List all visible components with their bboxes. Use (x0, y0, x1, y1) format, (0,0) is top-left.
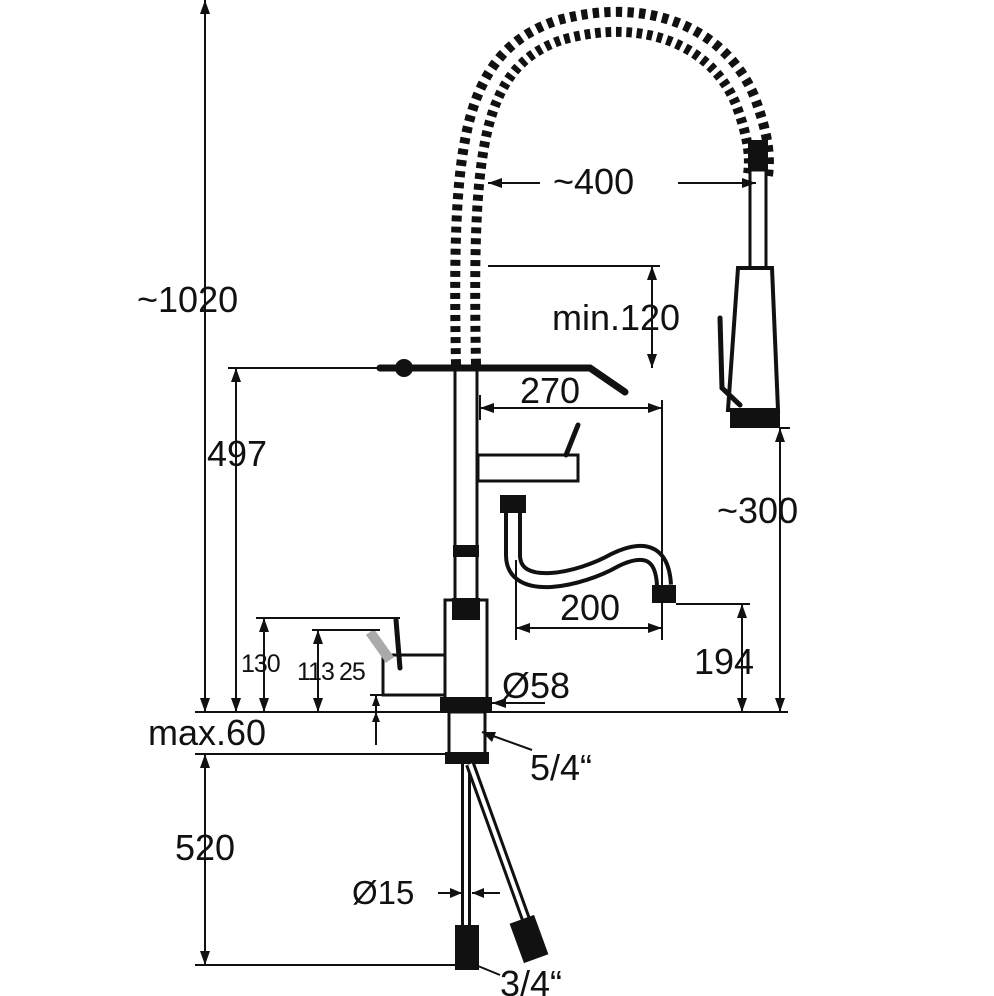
dim-34-leader (477, 965, 501, 976)
label-shank-thread: 5/4“ (530, 747, 592, 788)
label-lever-height: 113 (297, 658, 334, 686)
arrow-120-top (647, 266, 657, 280)
supply-hose-right-inner (468, 763, 530, 926)
column-joint (453, 545, 479, 557)
spout-pipe-inner (508, 513, 669, 586)
arrowheads (200, 0, 785, 965)
deck-base (440, 697, 492, 711)
label-lever-offset: 25 (339, 658, 365, 686)
spout-connector (500, 495, 526, 513)
label-max-deck: max.60 (148, 712, 266, 753)
arrow-130-top (259, 618, 269, 632)
spout-tip (652, 585, 676, 603)
arm-end-cap (395, 359, 413, 377)
arrow-270-right (648, 403, 662, 413)
label-hose-diameter: Ø15 (352, 874, 414, 911)
arrow-194-bottom (737, 698, 747, 712)
spray-trigger (717, 315, 743, 408)
arrow-520-bottom (200, 951, 210, 965)
arrow-15-right (472, 888, 484, 898)
spray-head-body (725, 266, 781, 412)
dimension-labels: ~1020 ~400 min.120 497 270 ~300 200 194 … (137, 161, 798, 996)
arrow-200-right (648, 623, 662, 633)
arrow-total-top (200, 0, 210, 14)
arrow-58 (492, 698, 506, 708)
mixer-lever (365, 629, 395, 663)
dimension-lines (195, 0, 790, 976)
arrow-497-bottom (231, 698, 241, 712)
arrow-300-bottom (775, 698, 785, 712)
mixer-handle-block (381, 653, 447, 697)
label-spray-height: ~300 (717, 490, 798, 531)
mixer-handle (393, 617, 403, 671)
arrow-400-left (488, 178, 502, 188)
label-hose-thread: 3/4“ (500, 963, 562, 996)
label-handle-height: 130 (241, 650, 280, 678)
label-spout-height: 194 (694, 641, 754, 682)
label-hose-reach: ~400 (553, 161, 634, 202)
spout-lever (563, 422, 581, 458)
spring-coil-inner (460, 16, 764, 366)
hose-fitting-right (509, 914, 549, 964)
arrow-54 (482, 732, 496, 742)
arrow-25-bottom (372, 712, 380, 722)
label-spout-reach: 200 (560, 587, 620, 628)
label-hose-length: 520 (175, 827, 235, 868)
hose-fitting-left (455, 925, 479, 970)
mixer-neck (452, 598, 480, 620)
arrow-400-right (742, 178, 756, 188)
arrow-113-bottom (313, 698, 323, 712)
arrow-113-top (313, 630, 323, 644)
arrow-300-top (775, 428, 785, 442)
arrow-total-bottom (200, 698, 210, 712)
arrow-200-left (516, 623, 530, 633)
arrow-270-left (480, 403, 494, 413)
arrow-15-left (450, 888, 462, 898)
label-min-clearance: min.120 (552, 297, 680, 338)
label-arm-length: 270 (520, 370, 580, 411)
arrow-520-top (200, 754, 210, 768)
arrow-194-top (737, 604, 747, 618)
arrow-25-top (372, 695, 380, 706)
top-arm (376, 364, 629, 396)
spray-head-top (748, 140, 768, 170)
shank-nut (445, 752, 489, 764)
spray-head-tube (748, 168, 768, 272)
label-total-height: ~1020 (137, 279, 238, 320)
label-deck-to-arm: 497 (207, 433, 267, 474)
faucet-body (365, 6, 781, 970)
arrow-497-top (231, 368, 241, 382)
spout-mixer (476, 453, 580, 483)
label-base-diameter: Ø58 (502, 665, 570, 706)
main-column (453, 368, 479, 602)
arrow-130-bottom (259, 698, 269, 712)
spray-nozzle (730, 412, 780, 428)
arrow-120-bottom (647, 354, 657, 368)
